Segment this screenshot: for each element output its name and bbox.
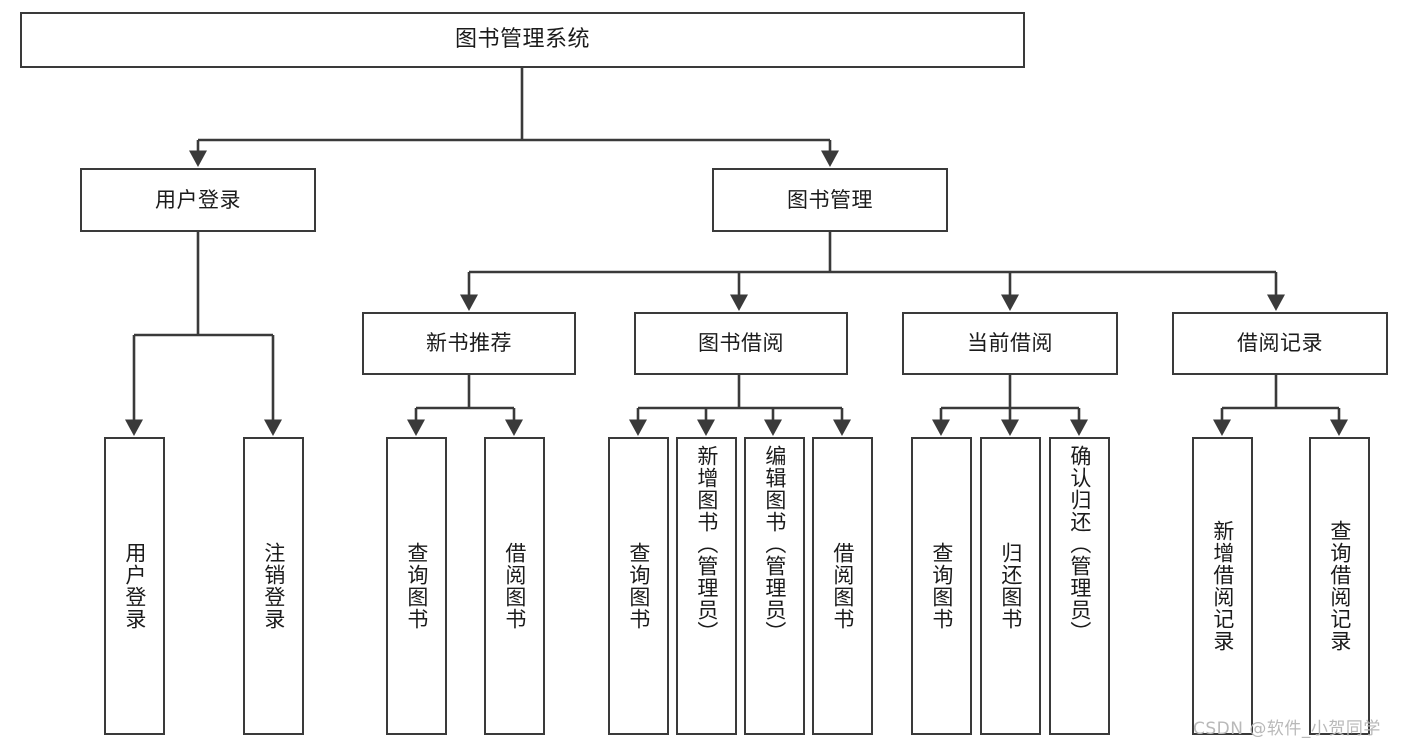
leaf-query-book-1[interactable]: 查询图书	[386, 437, 447, 735]
leaf-add-book-label: 新增图书（管理员）	[694, 445, 719, 643]
leaf-query-book-2[interactable]: 查询图书	[608, 437, 669, 735]
leaf-query-book-1-label: 查询图书	[404, 542, 429, 630]
leaf-logout-label: 注销登录	[261, 542, 286, 630]
node-book-manage[interactable]: 图书管理	[712, 168, 948, 232]
leaf-return-book-label: 归还图书	[998, 542, 1023, 630]
csdn-watermark: CSDN @软件_小贺同学	[1193, 719, 1381, 739]
leaf-edit-book-label: 编辑图书（管理员）	[762, 445, 787, 643]
leaf-query-record[interactable]: 查询借阅记录	[1309, 437, 1370, 735]
leaf-query-book-2-label: 查询图书	[626, 542, 651, 630]
node-current-borrow-label: 当前借阅	[967, 331, 1053, 355]
leaf-borrow-book-1-label: 借阅图书	[502, 542, 527, 630]
node-current-borrow[interactable]: 当前借阅	[902, 312, 1118, 375]
leaf-add-record-label: 新增借阅记录	[1210, 520, 1235, 652]
node-book-manage-label: 图书管理	[787, 187, 873, 212]
leaf-borrow-book-1[interactable]: 借阅图书	[484, 437, 545, 735]
leaf-query-record-label: 查询借阅记录	[1327, 520, 1352, 652]
leaf-borrow-book-2[interactable]: 借阅图书	[812, 437, 873, 735]
node-new-book-recommend-label: 新书推荐	[426, 331, 512, 355]
leaf-query-book-3[interactable]: 查询图书	[911, 437, 972, 735]
leaf-confirm-return-label: 确认归还（管理员）	[1067, 445, 1092, 643]
leaf-return-book[interactable]: 归还图书	[980, 437, 1041, 735]
leaf-user-login-label: 用户登录	[122, 542, 147, 630]
leaf-confirm-return[interactable]: 确认归还（管理员）	[1049, 437, 1110, 735]
node-user-login[interactable]: 用户登录	[80, 168, 316, 232]
node-root[interactable]: 图书管理系统	[20, 12, 1025, 68]
node-borrow-record[interactable]: 借阅记录	[1172, 312, 1388, 375]
node-book-borrow-label: 图书借阅	[698, 331, 784, 355]
leaf-query-book-3-label: 查询图书	[929, 542, 954, 630]
node-book-borrow[interactable]: 图书借阅	[634, 312, 848, 375]
node-user-login-label: 用户登录	[155, 187, 241, 212]
leaf-user-login[interactable]: 用户登录	[104, 437, 165, 735]
leaf-add-book[interactable]: 新增图书（管理员）	[676, 437, 737, 735]
leaf-logout[interactable]: 注销登录	[243, 437, 304, 735]
node-root-label: 图书管理系统	[454, 27, 590, 52]
leaf-borrow-book-2-label: 借阅图书	[830, 542, 855, 630]
node-borrow-record-label: 借阅记录	[1237, 331, 1323, 355]
node-new-book-recommend[interactable]: 新书推荐	[362, 312, 576, 375]
leaf-edit-book[interactable]: 编辑图书（管理员）	[744, 437, 805, 735]
leaf-add-record[interactable]: 新增借阅记录	[1192, 437, 1253, 735]
